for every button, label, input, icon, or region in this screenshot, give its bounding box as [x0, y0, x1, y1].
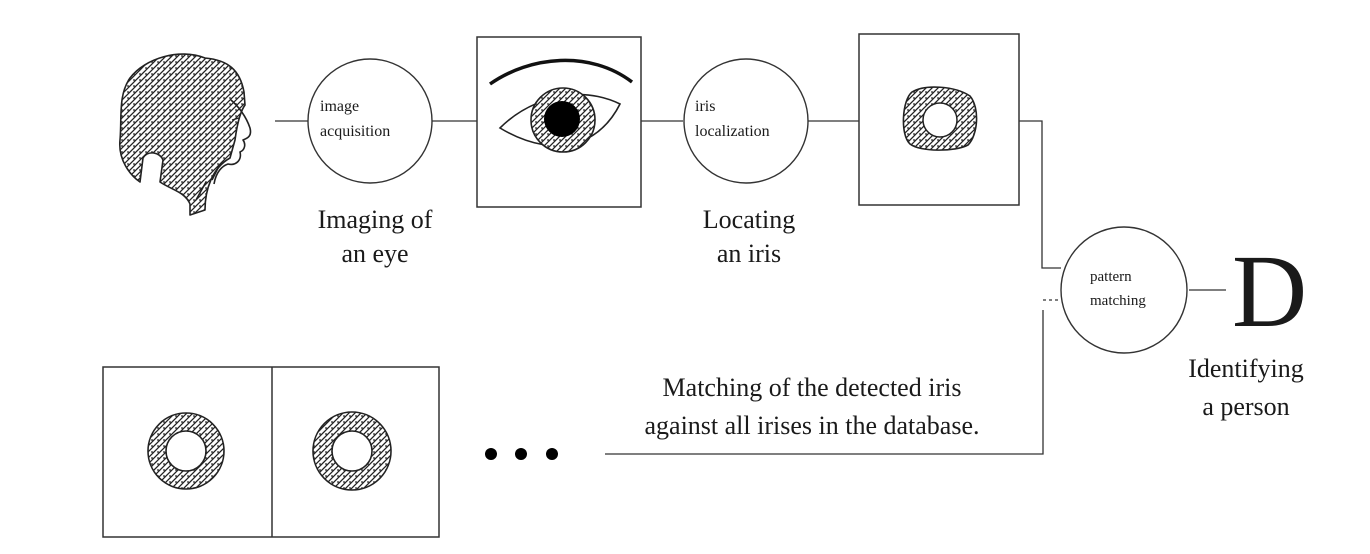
database-panels: [102, 366, 440, 538]
image-acquisition-label-2: acquisition: [320, 123, 390, 140]
eyebrow-icon: [488, 58, 634, 86]
connectors: [275, 120, 1226, 455]
iris-localization-label-1: iris: [695, 98, 715, 115]
pattern-matching-label-1: pattern: [1090, 269, 1132, 285]
caption-identifying-line-2: a person: [1202, 392, 1289, 421]
image-acquisition-label-1: image: [320, 98, 359, 115]
connector-database-to-matching: [605, 310, 1044, 455]
iris-localization-node: iris localization: [683, 58, 809, 184]
caption-imaging: Imaging of an eye: [318, 205, 433, 268]
caption-identifying: Identifying a person: [1188, 354, 1304, 421]
eye-image-panel: [476, 36, 642, 208]
caption-locating-line-2: an iris: [717, 239, 781, 268]
ellipsis-icon: [485, 448, 558, 460]
person-head-icon: [119, 53, 252, 216]
pattern-matching-node: pattern matching: [1060, 226, 1188, 354]
caption-locating-line-1: Locating: [703, 205, 795, 234]
caption-imaging-line-2: an eye: [341, 239, 408, 268]
iris-localization-label-2: localization: [695, 123, 770, 140]
eye-pupil-icon: [544, 101, 580, 137]
iris-localization-circle: [683, 58, 809, 184]
localized-iris-panel: [858, 33, 1020, 206]
caption-matching: Matching of the detected iris against al…: [644, 373, 979, 440]
caption-imaging-line-1: Imaging of: [318, 205, 433, 234]
database-iris-2-icon: [312, 411, 392, 491]
image-acquisition-circle: [307, 58, 433, 184]
image-acquisition-node: image acquisition: [307, 58, 433, 184]
caption-locating: Locating an iris: [703, 205, 795, 268]
localized-pupil-icon: [922, 102, 958, 138]
caption-matching-line-1: Matching of the detected iris: [663, 373, 962, 402]
caption-matching-line-2: against all irises in the database.: [644, 411, 979, 440]
pattern-matching-circle: [1060, 226, 1188, 354]
caption-identifying-line-1: Identifying: [1188, 354, 1304, 383]
result-letter: D: [1232, 234, 1307, 349]
database-iris-1-icon: [147, 412, 225, 490]
pattern-matching-label-2: matching: [1090, 293, 1146, 309]
connector-iris-to-matching: [1019, 120, 1061, 269]
